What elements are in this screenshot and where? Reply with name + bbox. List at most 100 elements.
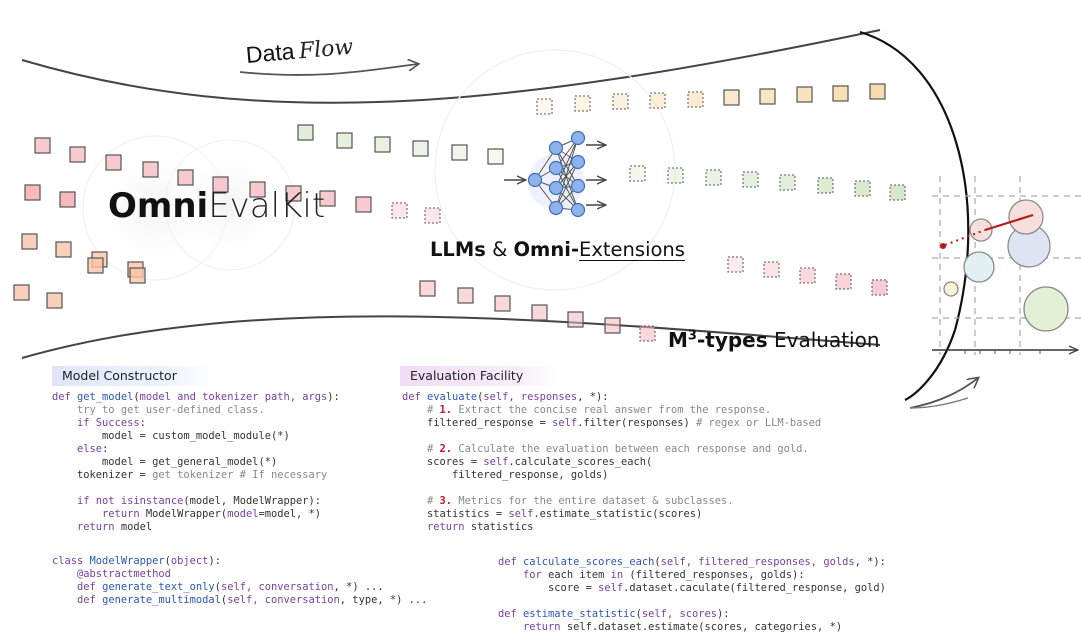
data-square (451, 144, 468, 161)
data-square (59, 191, 76, 208)
code-token: def (52, 391, 78, 403)
code-line: filtered_response, golds) (402, 469, 821, 482)
code-token: ( (133, 391, 140, 403)
code-token: model (227, 508, 259, 520)
evaluation-facility-code: def evaluate(self, responses, *): # 1. E… (402, 391, 821, 534)
nn-node (548, 180, 564, 196)
data-square (487, 148, 504, 165)
nn-node (570, 202, 586, 218)
data-square (536, 98, 553, 115)
code-token (52, 443, 77, 455)
data-square (869, 83, 886, 100)
nn-node (548, 140, 564, 156)
code-line (402, 482, 821, 495)
code-token: model = get_general_model(*) (52, 456, 278, 468)
code-token: 2. (439, 443, 453, 455)
model-constructor-code: def get_model(model and tokenizer path, … (52, 391, 340, 534)
code-token: 3. (439, 495, 453, 507)
data-square (46, 292, 63, 309)
code-token: (filtered_responses, golds): (623, 569, 805, 581)
nn-node (548, 200, 564, 216)
data-square (142, 161, 159, 178)
code-token (52, 508, 102, 520)
code-token: Extract the concise real answer from the… (452, 404, 772, 416)
code-line: @abstractmethod (52, 568, 427, 581)
data-square (69, 146, 86, 163)
llms-label-llms: LLMs (430, 238, 486, 261)
code-token: def (498, 608, 524, 620)
nn-edge (555, 167, 579, 211)
nn-edge (555, 147, 579, 211)
code-token: ModelWrapper (89, 555, 165, 567)
data-square (612, 93, 629, 110)
data-flow-arrow (239, 64, 418, 76)
code-token: ( (164, 555, 171, 567)
nn-edge (555, 137, 579, 189)
data-square (779, 174, 796, 191)
code-token: ( (635, 608, 642, 620)
data-flow-label-bold: Data (244, 37, 296, 68)
code-token: get_model (77, 391, 134, 403)
code-line: return self.dataset.estimate(scores, cat… (498, 621, 886, 634)
evaluation-lens-curve (859, 30, 970, 401)
code-token: evaluate (427, 391, 478, 403)
code-token: return (523, 621, 561, 633)
data-square (494, 295, 511, 312)
code-token: self (483, 456, 509, 468)
code-line: # 1. Extract the concise real answer fro… (402, 404, 821, 417)
code-token: ): (327, 391, 340, 403)
data-square (639, 325, 656, 342)
code-token: : (102, 443, 109, 455)
code-line: else: (52, 443, 340, 456)
m3-label-evaluation: Evaluation (767, 328, 880, 352)
data-square (835, 273, 852, 290)
code-token: .estimate_statistic(scores) (533, 508, 703, 520)
code-line: return model (52, 521, 340, 534)
omnievalkit-label: OmniEvalKit (108, 186, 325, 226)
code-line: return ModelWrapper(model=model, *) (52, 508, 340, 521)
data-square (817, 177, 834, 194)
data-square (297, 124, 314, 141)
code-token (498, 621, 523, 633)
code-line: if not isinstance(model, ModelWrapper): (52, 495, 340, 508)
m3-label-sup: 3 (687, 328, 697, 344)
data-square (723, 89, 740, 106)
code-token: generate_text_only (102, 581, 215, 593)
data-square (889, 184, 906, 201)
llms-label-extensions: Extensions (579, 238, 685, 261)
data-flow-label-rest: Flow (297, 34, 355, 65)
data-square (285, 185, 302, 202)
code-token: filtered_response, golds) (402, 469, 609, 481)
nn-node (570, 154, 586, 170)
code-token: # (402, 443, 440, 455)
code-token: ( (477, 391, 484, 403)
m3-evaluation-label: M3-types Evaluation (668, 328, 880, 352)
faint-circle-3 (434, 49, 676, 291)
code-token: .calculate_scores_each( (508, 456, 653, 468)
data-square (419, 280, 436, 297)
data-square (574, 95, 591, 112)
data-squares (13, 83, 906, 342)
code-line: if Success: (52, 417, 340, 430)
code-token: def (77, 594, 103, 606)
code-line: def generate_multimodal(self, conversati… (52, 594, 427, 607)
code-token: # (402, 495, 440, 507)
code-token: 1. (439, 404, 453, 416)
code-token: if Success (77, 417, 140, 429)
code-token: self, responses (483, 391, 578, 403)
data-square (13, 284, 30, 301)
data-square (629, 165, 646, 182)
code-token: , *): (577, 391, 609, 403)
code-token: # (402, 404, 440, 416)
data-square (604, 317, 621, 334)
code-token: def (402, 391, 428, 403)
code-token: self, conversation (227, 594, 340, 606)
neural-network-icon (504, 130, 606, 218)
code-token: return (77, 521, 115, 533)
data-square (727, 256, 744, 273)
code-line: model = get_general_model(*) (52, 456, 340, 469)
data-square (763, 261, 780, 278)
code-token: self, conversation (220, 581, 334, 593)
data-square (705, 169, 722, 186)
